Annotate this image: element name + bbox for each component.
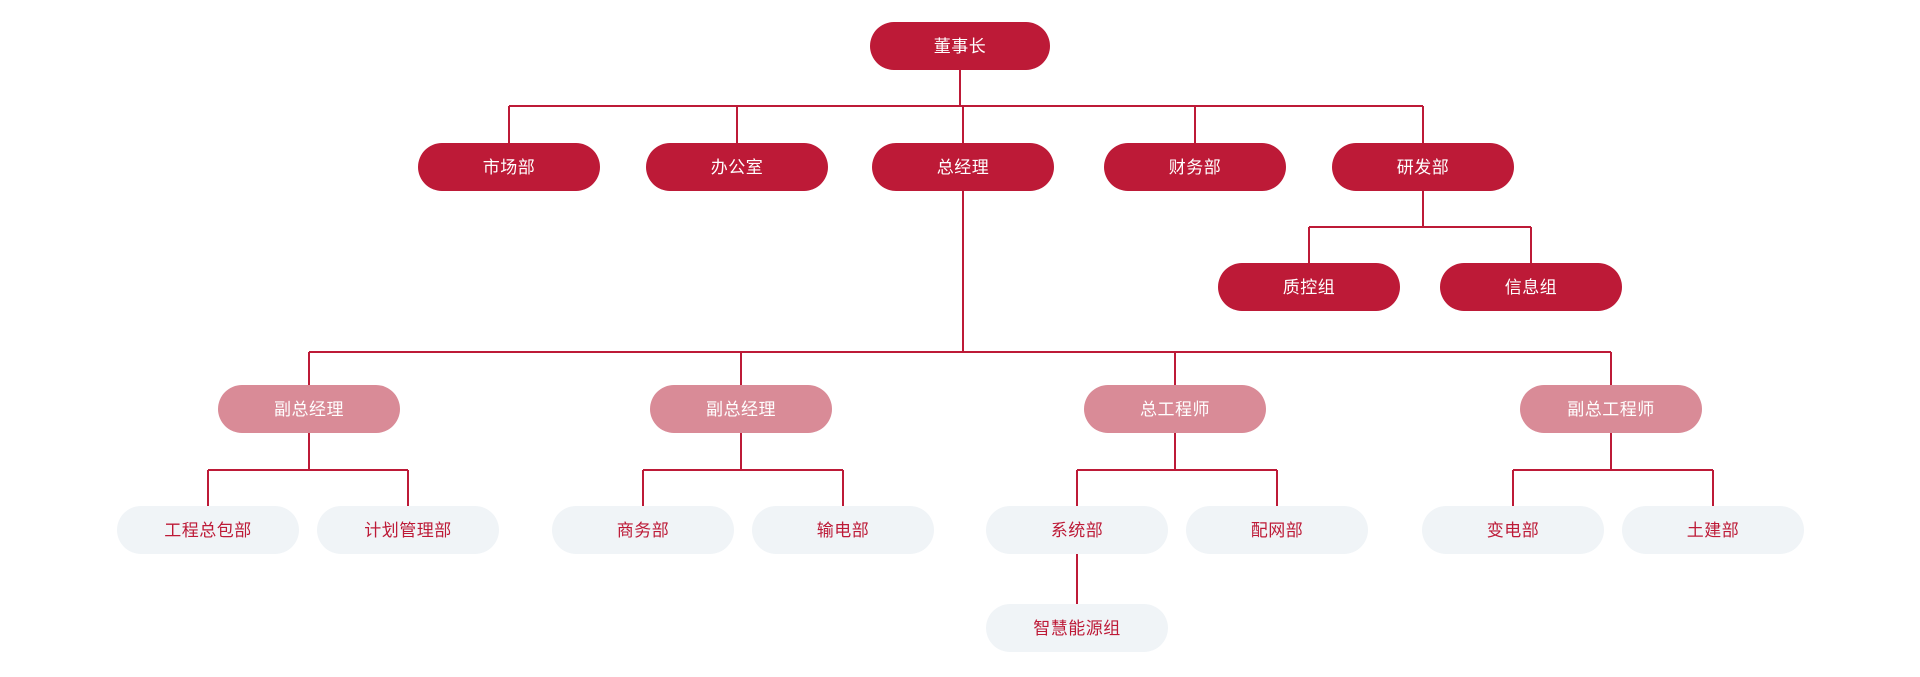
org-node-label: 配网部 (1250, 520, 1304, 540)
org-node[interactable]: 土建部 (1622, 506, 1804, 554)
org-node-label: 总工程师 (1140, 399, 1210, 419)
org-node[interactable]: 输电部 (752, 506, 934, 554)
org-node-label: 商务部 (616, 520, 670, 540)
org-node[interactable]: 副总工程师 (1520, 385, 1702, 433)
org-node[interactable]: 办公室 (646, 143, 828, 191)
org-node-label: 计划管理部 (364, 520, 452, 540)
org-node-label: 总经理 (936, 157, 990, 177)
org-node-label: 工程总包部 (164, 520, 252, 540)
org-node-label: 变电部 (1486, 520, 1540, 540)
org-node-label: 智慧能源组 (1033, 618, 1121, 638)
org-node[interactable]: 质控组 (1218, 263, 1400, 311)
org-node-label: 质控组 (1282, 277, 1336, 297)
org-node[interactable]: 工程总包部 (117, 506, 299, 554)
org-node[interactable]: 总工程师 (1084, 385, 1266, 433)
org-node[interactable]: 市场部 (418, 143, 600, 191)
org-node-label: 土建部 (1686, 520, 1740, 540)
org-node[interactable]: 副总经理 (218, 385, 400, 433)
org-node[interactable]: 研发部 (1332, 143, 1514, 191)
org-node[interactable]: 董事长 (870, 22, 1050, 70)
org-node[interactable]: 配网部 (1186, 506, 1368, 554)
org-node[interactable]: 副总经理 (650, 385, 832, 433)
org-node[interactable]: 信息组 (1440, 263, 1622, 311)
org-node-label: 系统部 (1050, 520, 1104, 540)
org-node-label: 市场部 (482, 157, 536, 177)
org-node[interactable]: 商务部 (552, 506, 734, 554)
org-node-label: 董事长 (933, 36, 987, 56)
org-node-label: 副总工程师 (1567, 399, 1655, 419)
org-node[interactable]: 财务部 (1104, 143, 1286, 191)
org-node[interactable]: 总经理 (872, 143, 1054, 191)
org-node[interactable]: 系统部 (986, 506, 1168, 554)
org-node-label: 副总经理 (706, 399, 776, 419)
org-node-label: 信息组 (1504, 277, 1558, 297)
org-node-label: 输电部 (816, 520, 870, 540)
org-node-label: 副总经理 (274, 399, 344, 419)
org-node-label: 研发部 (1396, 157, 1450, 177)
org-node-label: 办公室 (710, 157, 764, 177)
org-node[interactable]: 计划管理部 (317, 506, 499, 554)
org-node-label: 财务部 (1168, 157, 1222, 177)
org-node[interactable]: 变电部 (1422, 506, 1604, 554)
org-node[interactable]: 智慧能源组 (986, 604, 1168, 652)
